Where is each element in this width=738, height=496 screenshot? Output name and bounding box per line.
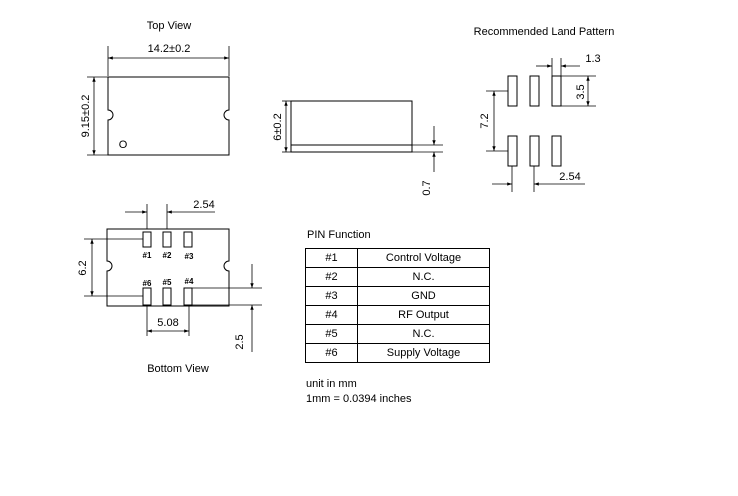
top-height-dimension: 9.15±0.2 [80,95,92,138]
bottom-view: 2.54 #1 #2 #3 #6 #5 #4 6.2 5.08 2.5 Bott [77,199,262,375]
land-pitch-dimension: 2.54 [559,171,580,183]
bottom-pad [162,231,172,248]
table-row: #3 GND [305,286,490,306]
table-row: #6 Supply Voltage [305,343,490,363]
pin-number-cell: #6 [305,343,358,363]
unit-text: unit in mm [306,378,357,390]
conversion-text: 1mm = 0.0394 inches [306,393,412,405]
pin-function-table: #1 Control Voltage #2 N.C. #3 GND #4 RF … [305,248,490,363]
land-span-dimension: 7.2 [479,113,491,128]
land-pad [551,75,562,107]
bottom-span-dimension: 6.2 [77,260,89,275]
pin-label-5: #5 [163,278,172,287]
top-view-package [107,76,230,156]
top-view-title: Top View [147,20,191,32]
pin-function-section: PIN Function #1 Control Voltage #2 N.C. … [305,229,490,363]
side-foot-dimension: 0.7 [421,180,433,195]
pin-function-cell: Control Voltage [357,248,490,268]
bottom-pitch-dimension: 2.54 [193,199,214,211]
land-pad-width-dimension: 1.3 [585,53,600,65]
pin-number-cell: #5 [305,324,358,344]
pin-function-cell: N.C. [357,267,490,287]
top-view: Top View 14.2±0.2 O 9.15±0.2 [80,20,230,156]
land-pattern: Recommended Land Pattern 1.3 3.5 7.2 2.5… [474,26,615,192]
pin-label-4: #4 [185,277,194,286]
table-row: #2 N.C. [305,267,490,287]
pin-function-cell: GND [357,286,490,306]
land-pad [551,135,562,167]
pin1-marker: O [119,139,128,151]
bottom-view-package [106,228,230,307]
pin-number-cell: #4 [305,305,358,325]
land-pad [529,135,540,167]
land-pattern-title: Recommended Land Pattern [474,26,615,38]
bottom-pad [142,231,152,248]
pin-function-title: PIN Function [307,229,371,241]
side-height-dimension: 6±0.2 [272,113,284,140]
pin-function-cell: Supply Voltage [357,343,490,363]
units-note: unit in mm 1mm = 0.0394 inches [306,377,411,407]
bottom-pad-length-dimension: 2.5 [234,334,246,349]
bottom-pad [142,287,152,306]
top-width-dimension: 14.2±0.2 [148,43,191,55]
land-pad [507,135,518,167]
bottom-view-title: Bottom View [147,363,209,375]
side-view-base [290,144,413,153]
pin-function-cell: N.C. [357,324,490,344]
land-pad [529,75,540,107]
pin-number-cell: #2 [305,267,358,287]
land-pad [507,75,518,107]
table-row: #4 RF Output [305,305,490,325]
bottom-pad [183,287,193,306]
side-view-package [290,100,413,146]
bottom-pad [162,287,172,306]
pin-label-3: #3 [185,252,194,261]
bottom-pin-span-dimension: 5.08 [157,317,178,329]
pin-label-1: #1 [143,251,152,260]
pin-function-cell: RF Output [357,305,490,325]
land-pad-length-dimension: 3.5 [575,84,587,99]
pin-label-2: #2 [163,251,172,260]
table-row: #1 Control Voltage [305,248,490,268]
bottom-pad [183,231,193,248]
table-row: #5 N.C. [305,324,490,344]
pin-number-cell: #3 [305,286,358,306]
pin-label-6: #6 [143,279,152,288]
side-view: 6±0.2 0.7 [272,100,443,196]
pin-number-cell: #1 [305,248,358,268]
